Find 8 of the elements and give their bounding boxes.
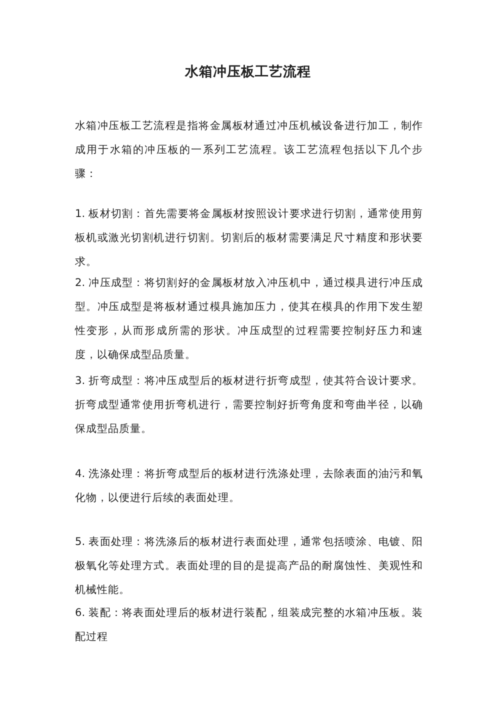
intro-paragraph: 水箱冲压板工艺流程是指将金属板材通过冲压机械设备进行加工，制作成用于水箱的冲压板的一系列工艺流程。该工艺流程包括以下几个步骤：	[75, 119, 423, 182]
step-paragraph: 6. 装配：将表面处理后的板材进行装配，组装成完整的水箱冲压板。装配过程	[75, 606, 423, 645]
step-paragraph: 1. 板材切割：首先需要将金属板材按照设计要求进行切割，通常使用剪板机或激光切割机进行切割。切割后的板材需要满足尺寸精度和形状要求。	[75, 207, 423, 270]
page-title: 水箱冲压板工艺流程	[184, 63, 312, 81]
step-paragraph: 4. 洗涤处理：将折弯成型后的板材进行洗涤处理，去除表面的油污和氧化物，以便进行后续的表面处理。	[75, 467, 423, 506]
step-paragraph: 3. 折弯成型：将冲压成型后的板材进行折弯成型，使其符合设计要求。折弯成型通常使用折弯机进行，需要控制好折弯角度和弯曲半径，以确保成型品质量。	[75, 374, 423, 437]
step-paragraph: 5. 表面处理：将洗涤后的板材进行表面处理，通常包括喷涂、电镀、阳极氧化等处理方式。表面处理的目的是提高产品的耐腐蚀性、美观性和机械性能。	[75, 535, 423, 598]
step-paragraph: 2. 冲压成型：将切割好的金属板材放入冲压机中，通过模具进行冲压成型。冲压成型是将板材通过模具施加压力，使其在模具的作用下发生塑性变形，从而形成所需的形状。冲压成型的过程需要控制好压力和速度，以确保成型品质量。	[75, 276, 423, 363]
